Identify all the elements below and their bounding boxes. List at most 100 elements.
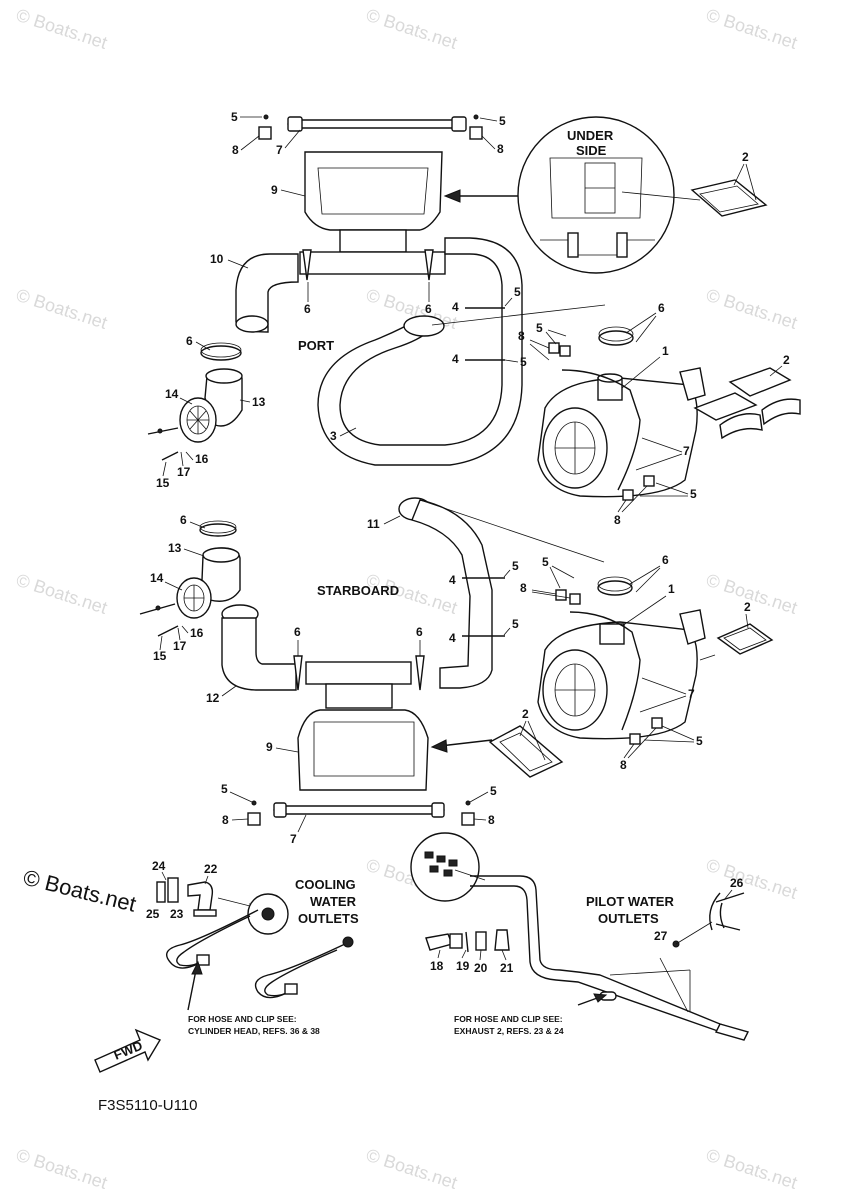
watermark: © Boats.net [364, 1145, 460, 1193]
callout-13: 13 [168, 541, 182, 555]
cooling-label: COOLING [295, 877, 356, 892]
callout-7: 7 [688, 687, 695, 701]
callout-6: 6 [180, 513, 187, 527]
callout-17: 17 [177, 465, 191, 479]
cable-tie-part-4 [462, 577, 505, 637]
pilot-label: PILOT WATER [586, 894, 674, 909]
strap-part-7-bottom [273, 802, 445, 818]
callout-5: 5 [536, 321, 543, 335]
callout-8: 8 [620, 758, 627, 772]
callout-27: 27 [654, 929, 668, 943]
callout-1: 1 [662, 344, 669, 358]
callout-6: 6 [658, 301, 665, 315]
callout-17: 17 [173, 639, 187, 653]
callout-2: 2 [522, 707, 529, 721]
pilot-water-outlets: PILOT WATER OUTLETS 26 27 18 19 20 [410, 832, 750, 1041]
drawing-code: F3S5110-U110 [98, 1097, 198, 1114]
cable-tie-part-4 [465, 307, 505, 361]
callout-8: 8 [232, 143, 239, 157]
callout-10: 10 [210, 252, 224, 266]
elbow-duct-part-10 [235, 253, 299, 333]
callout-3: 3 [330, 429, 337, 443]
duct-part-3 [317, 237, 523, 466]
elbow-part-13 [201, 547, 241, 602]
clamp-part-6 [200, 342, 242, 361]
callout-6: 6 [186, 334, 193, 348]
callout-5: 5 [231, 110, 238, 124]
clamp-part-6 [199, 520, 237, 537]
brand-mark: © Boats.net [21, 865, 139, 917]
callout-19: 19 [456, 959, 470, 973]
callout-22: 22 [204, 862, 218, 876]
callout-6: 6 [304, 302, 311, 316]
elbow-duct-part-12 [221, 604, 297, 691]
exhaust-note: EXHAUST 2, REFS. 23 & 24 [454, 1026, 564, 1036]
callout-9: 9 [266, 740, 273, 754]
callout-8: 8 [222, 813, 229, 827]
fwd-arrow: FWD [94, 1028, 162, 1073]
callout-15: 15 [156, 476, 170, 490]
callout-1: 1 [668, 582, 675, 596]
screw-part-15 [147, 427, 179, 461]
callout-5: 5 [520, 355, 527, 369]
flame-arrester-part-14 [179, 397, 217, 443]
callout-6: 6 [294, 625, 301, 639]
callout-5: 5 [542, 555, 549, 569]
callout-9: 9 [271, 183, 278, 197]
screw-part-15 [139, 603, 179, 637]
watermark: © Boats.net [14, 1145, 110, 1193]
clip-part-8 [258, 114, 483, 140]
cylinder-head-note: CYLINDER HEAD, REFS. 36 & 38 [188, 1026, 320, 1036]
exhaust-note: FOR HOSE AND CLIP SEE: [454, 1014, 563, 1024]
cooling-water-outlets: COOLING WATER OUTLETS 24 22 23 25 FOR HO… [146, 859, 359, 1036]
callout-5: 5 [514, 285, 521, 299]
strap-part-7-top [287, 116, 467, 132]
callout-5: 5 [221, 782, 228, 796]
callout-13: 13 [252, 395, 266, 409]
underside-label: SIDE [576, 143, 607, 158]
callout-7: 7 [290, 832, 297, 846]
callout-6: 6 [662, 553, 669, 567]
callout-16: 16 [195, 452, 209, 466]
callout-4: 4 [452, 300, 459, 314]
pad-part-2 [693, 367, 801, 440]
underside-label: UNDER [567, 128, 614, 143]
clamp-part-6 [302, 249, 434, 281]
port-label: PORT [298, 338, 334, 353]
callout-16: 16 [190, 626, 204, 640]
callout-4: 4 [449, 631, 456, 645]
cooling-label: WATER [310, 894, 357, 909]
callout-23: 23 [170, 907, 184, 921]
callout-5: 5 [696, 734, 703, 748]
silencer-box-part-9-top [299, 151, 446, 275]
callout-2: 2 [742, 150, 749, 164]
flame-arrester-part-14 [176, 577, 212, 619]
callout-4: 4 [449, 573, 456, 587]
callout-8: 8 [520, 581, 527, 595]
watermark: © Boats.net [14, 570, 110, 618]
silencer-box-part-9-bottom [297, 661, 429, 791]
callout-12: 12 [206, 691, 220, 705]
callout-8: 8 [497, 142, 504, 156]
callout-15: 15 [153, 649, 167, 663]
callout-5: 5 [499, 114, 506, 128]
cylinder-head-note: FOR HOSE AND CLIP SEE: [188, 1014, 297, 1024]
watermark: © Boats.net [14, 5, 110, 53]
starboard-label: STARBOARD [317, 583, 399, 598]
callout-21: 21 [500, 961, 514, 975]
watermark: © Boats.net [704, 1145, 800, 1193]
callout-7: 7 [683, 444, 690, 458]
callout-2: 2 [744, 600, 751, 614]
callout-5: 5 [690, 487, 697, 501]
callout-6: 6 [425, 302, 432, 316]
underside-inset: UNDER SIDE [517, 116, 675, 274]
callout-8: 8 [518, 329, 525, 343]
callout-6: 6 [416, 625, 423, 639]
callout-14: 14 [165, 387, 179, 401]
callout-2: 2 [783, 353, 790, 367]
callout-26: 26 [730, 876, 744, 890]
callout-5: 5 [490, 784, 497, 798]
callout-5: 5 [512, 617, 519, 631]
cooling-label: OUTLETS [298, 911, 359, 926]
